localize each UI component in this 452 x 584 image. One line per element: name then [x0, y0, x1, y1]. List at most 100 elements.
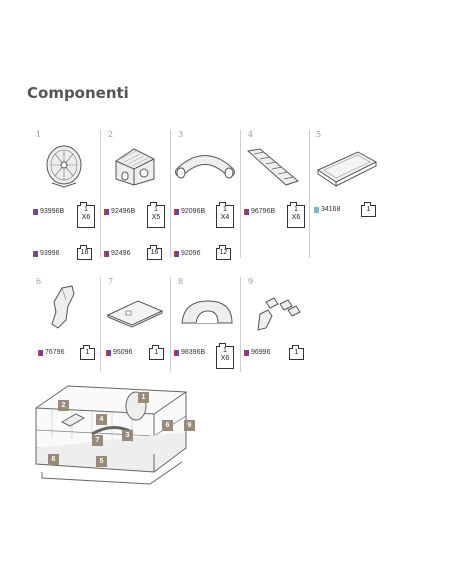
code-label: 92496B	[111, 208, 136, 215]
item-number: 8	[178, 277, 184, 286]
color-swatch	[174, 349, 179, 356]
quantity-box: 1	[80, 345, 95, 360]
code-label: 92496	[111, 250, 131, 257]
product-code: 92496	[104, 250, 130, 257]
product-code: 76796	[38, 349, 64, 356]
shelf-illustration	[51, 285, 75, 329]
code-label: 34168	[321, 206, 341, 213]
diagram-badge: 1	[138, 392, 149, 403]
product-code: 95096	[106, 349, 132, 356]
page-title: Componenti	[27, 84, 129, 102]
color-swatch	[314, 206, 319, 213]
qty-label: 1	[223, 347, 227, 354]
qty-label: 18	[80, 249, 89, 256]
quantity-box: 1	[289, 345, 304, 360]
tray-illustration	[316, 151, 378, 187]
code-label: 96996	[251, 349, 271, 356]
qty-label: 1	[154, 349, 159, 356]
product-code: 93996B	[33, 208, 64, 215]
diagram-badge: 6	[162, 420, 173, 431]
color-swatch	[38, 349, 43, 356]
quantity-box: 1	[361, 202, 376, 217]
quantity-box: 16	[147, 245, 162, 260]
diagram-badge: 2	[58, 400, 69, 411]
pack-label: X6	[291, 214, 301, 221]
diagram-badge: 6	[48, 454, 59, 465]
bowl-illustration	[181, 300, 233, 324]
qty-label: 1	[294, 206, 298, 213]
quantity-box: 18	[77, 245, 92, 260]
code-label: 93996	[40, 250, 60, 257]
color-swatch	[244, 349, 249, 356]
divider	[240, 130, 241, 258]
pack-label: X6	[220, 355, 230, 362]
qty-label: 1	[154, 206, 158, 213]
cage-assembly-diagram	[35, 385, 187, 485]
color-swatch	[33, 208, 38, 215]
code-label: 92096B	[181, 208, 206, 215]
diagram-badge: 9	[184, 420, 195, 431]
pack-label: X4	[220, 214, 230, 221]
qty-label: 1	[85, 349, 90, 356]
color-swatch	[33, 250, 38, 257]
house-illustration	[115, 148, 155, 186]
product-code: 92096B	[174, 208, 205, 215]
divider	[170, 130, 171, 258]
ladder-illustration	[246, 148, 300, 186]
plate-illustration	[106, 300, 164, 328]
code-label: 98396B	[181, 349, 206, 356]
qty-label: 1	[223, 206, 227, 213]
divider	[170, 277, 171, 372]
item-number: 4	[248, 130, 254, 139]
divider	[240, 277, 241, 372]
color-swatch	[104, 250, 109, 257]
color-swatch	[174, 250, 179, 257]
diagram-badge: 7	[92, 435, 103, 446]
product-code: 93996	[33, 250, 59, 257]
qty-label: 1	[84, 206, 88, 213]
qty-label: 1	[366, 206, 371, 213]
tube-illustration	[175, 155, 235, 179]
item-number: 1	[36, 130, 42, 139]
pack-label: X5	[151, 214, 161, 221]
code-label: 92096	[181, 250, 201, 257]
qty-label: 1	[294, 349, 299, 356]
item-number: 9	[248, 277, 254, 286]
connector-illustration	[257, 297, 301, 331]
color-swatch	[104, 208, 109, 215]
qty-label: 12	[219, 249, 228, 256]
product-code: 96796B	[244, 208, 275, 215]
quantity-box: 1	[149, 345, 164, 360]
product-code: 96996	[244, 349, 270, 356]
item-number: 6	[36, 277, 42, 286]
diagram-badge: 3	[122, 430, 133, 441]
diagram-badge: 5	[96, 456, 107, 467]
product-code: 98396B	[174, 349, 205, 356]
item-number: 7	[108, 277, 114, 286]
pack-label: X6	[81, 214, 91, 221]
qty-label: 16	[150, 249, 159, 256]
item-number: 2	[108, 130, 114, 139]
code-label: 95096	[113, 349, 133, 356]
color-swatch	[106, 349, 111, 356]
divider	[100, 277, 101, 372]
item-number: 3	[178, 130, 184, 139]
divider	[309, 130, 310, 258]
color-swatch	[174, 208, 179, 215]
diagram-badge: 4	[96, 414, 107, 425]
product-code: 92496B	[104, 208, 135, 215]
product-code: 34168	[314, 206, 340, 213]
divider	[100, 130, 101, 258]
code-label: 76796	[45, 349, 65, 356]
quantity-box: 12	[216, 245, 231, 260]
wheel-illustration	[46, 145, 82, 188]
code-label: 93996B	[40, 208, 65, 215]
item-number: 5	[316, 130, 322, 139]
color-swatch	[244, 208, 249, 215]
code-label: 96796B	[251, 208, 276, 215]
